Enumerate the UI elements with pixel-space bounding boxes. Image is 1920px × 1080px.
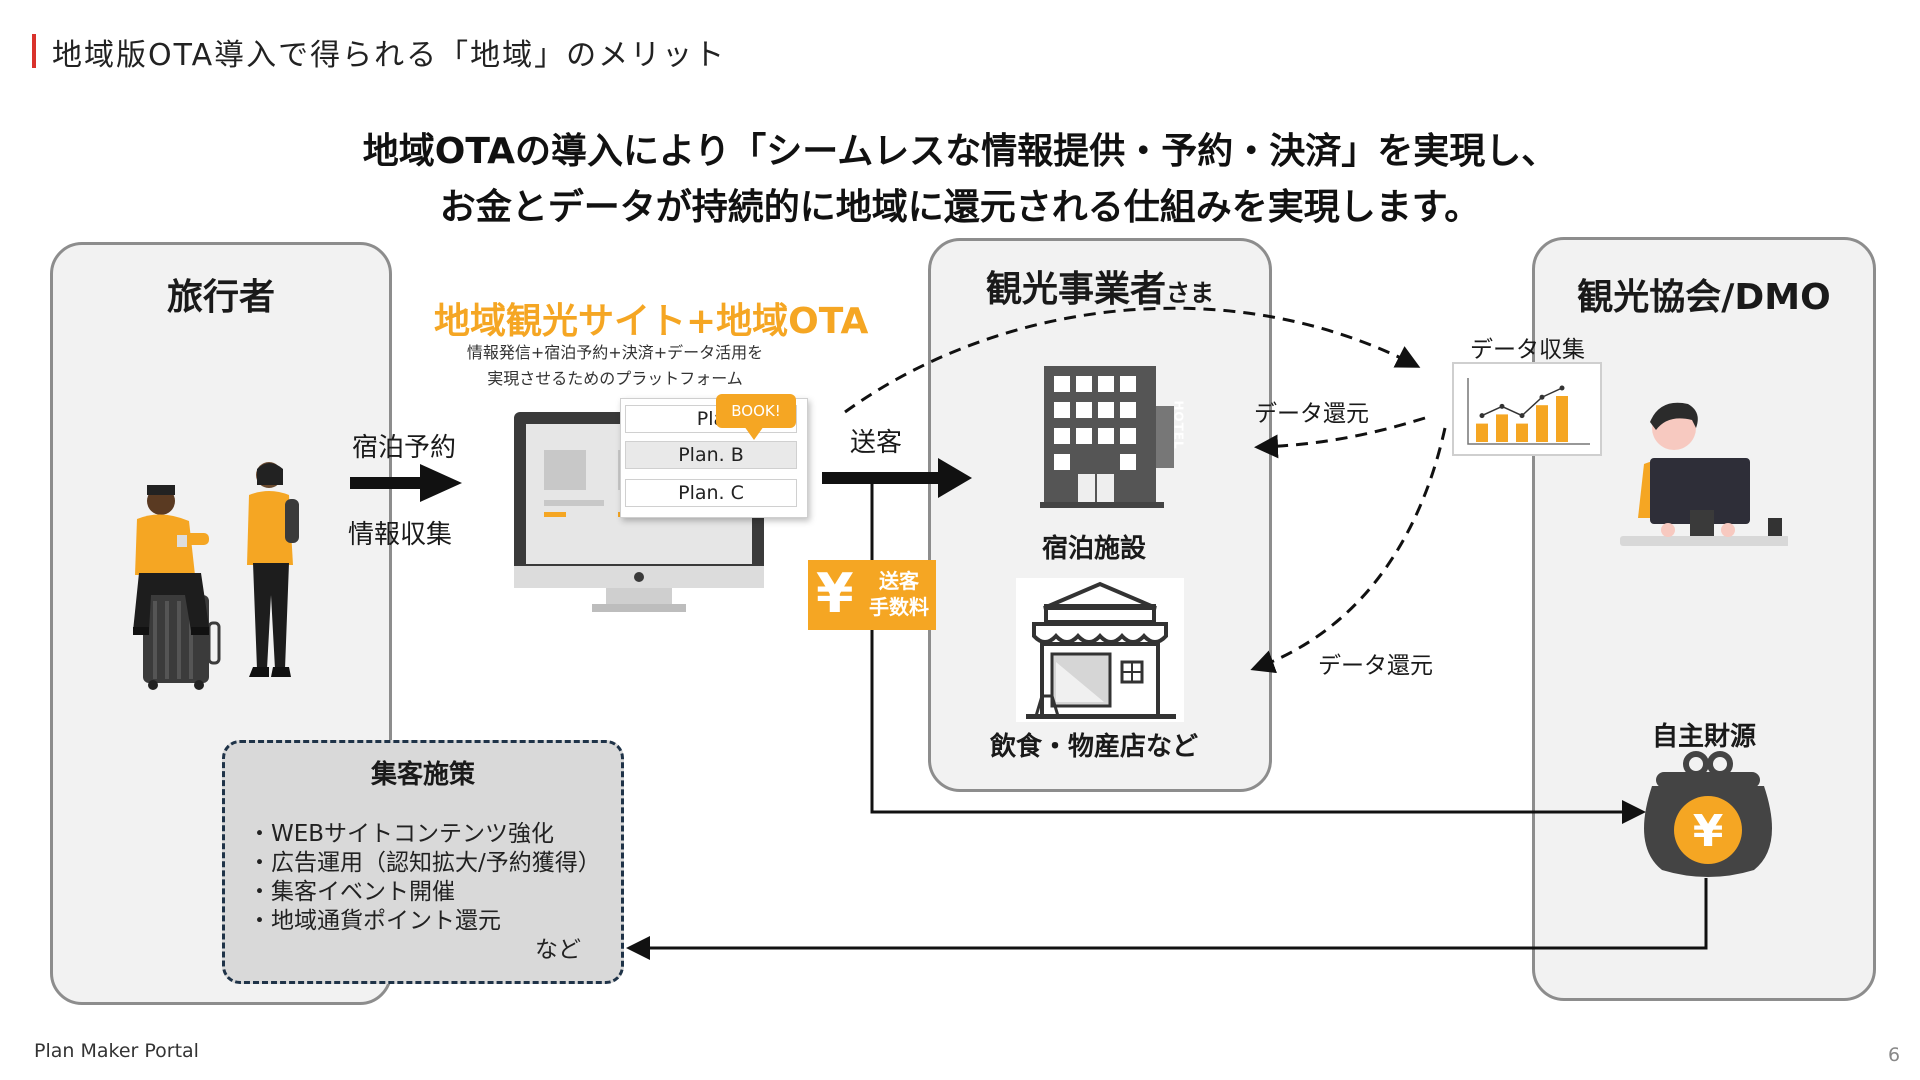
dmo-title: 観光協会/DMO [1577,277,1831,318]
chart-point [1479,413,1485,419]
measures-item: ・集客イベント開催 [248,879,455,905]
lodging-label: 宿泊施設 [1042,534,1147,564]
data-return-lower-label: データ還元 [1318,653,1433,679]
bar-chart-icon [1467,378,1590,445]
ota-title: 地域観光サイト+地域OTA [434,301,869,342]
chart-bar [1476,423,1488,442]
plan-option[interactable]: Plan. C [625,479,797,507]
booking-arrow [350,464,462,502]
commission-fee-box: ¥ 送客 手数料 [808,560,936,630]
ota-subtitle: 情報発信+宿泊予約+決済+データ活用を 実現させるためのプラットフォーム [450,340,780,392]
operators-title-suffix: さま [1166,279,1214,307]
headline-line-1: 地域OTAの導入により「シームレスな情報提供・予約・決済」を実現し、 [362,131,1558,172]
chart-axis [1467,378,1590,445]
shop-illustration [1016,578,1184,722]
data-return-upper-label: データ還元 [1254,401,1369,427]
ota-subtitle-line-2: 実現させるためのプラットフォーム [487,369,743,388]
page-number: 6 [1888,1044,1901,1066]
data-return-upper-arrow [1254,416,1426,459]
measures-title: 集客施策 [370,760,475,790]
data-collect-label: データ収集 [1470,337,1585,363]
footer-brand: Plan Maker Portal [34,1040,199,1062]
page-title: 地域版OTA導入で得られる「地域」のメリット [52,38,727,73]
own-revenue-label: 自主財源 [1652,722,1757,752]
data-return-lower-arrow [1250,427,1447,674]
plan-option[interactable]: Plan. B [625,441,797,469]
chart-bar [1516,423,1528,442]
fee-label-line-1: 送客 [879,569,919,593]
measures-item: ・地域通貨ポイント還元 [248,908,501,934]
data-chart-icon [1452,362,1602,456]
chart-point [1559,385,1565,391]
chart-point [1519,413,1525,419]
fee-flow-line [870,484,1646,824]
chart-point [1499,403,1505,409]
send-customers-label: 送客 [850,428,903,458]
headline-line-2: お金とデータが持続的に地域に還元される仕組みを実現します。 [439,187,1481,228]
dmo-staff-illustration [1620,402,1788,546]
operators-title-text: 観光事業者 [985,269,1166,310]
operators-title: 観光事業者さま [928,260,1272,312]
book-button[interactable]: BOOK! [716,394,796,428]
chart-bar [1496,414,1508,442]
data-collect-arc [844,306,1421,414]
yen-symbol: ¥ [816,562,854,625]
measures-item: ・広告運用（認知拡大/予約獲得） [248,850,601,876]
travelers-illustration [133,462,299,690]
measures-item: ・WEBサイトコンテンツ強化 [248,821,555,847]
hotel-illustration [1040,366,1174,508]
wallet-purse-illustration [1644,751,1772,877]
reinvest-flow-line [626,878,1708,960]
measures-list: ・WEBサイトコンテンツ強化 ・広告運用（認知拡大/予約獲得） ・集客イベント開… [248,820,601,936]
chart-bar [1556,396,1568,442]
wallet-yen-symbol: ¥ [1692,806,1724,857]
info-gathering-label: 情報収集 [348,520,453,550]
marketing-measures-box [222,740,624,984]
title-accent-bar [32,34,36,68]
ota-subtitle-line-1: 情報発信+宿泊予約+決済+データ活用を [466,343,764,362]
measures-etc: など [535,937,581,963]
shops-label: 飲食・物産店など [990,732,1199,762]
fee-label-line-2: 手数料 [869,595,929,619]
booking-label: 宿泊予約 [352,433,457,463]
hotel-sign-text: HOTEL [1171,400,1186,450]
chart-trend-line [1481,387,1563,417]
fee-label: 送客 手数料 [864,568,934,620]
chart-point [1539,394,1545,400]
chart-bar [1536,405,1548,442]
book-bubble-tail-icon [744,426,764,440]
send-customers-arrow [822,458,972,498]
travelers-title: 旅行者 [166,277,275,318]
